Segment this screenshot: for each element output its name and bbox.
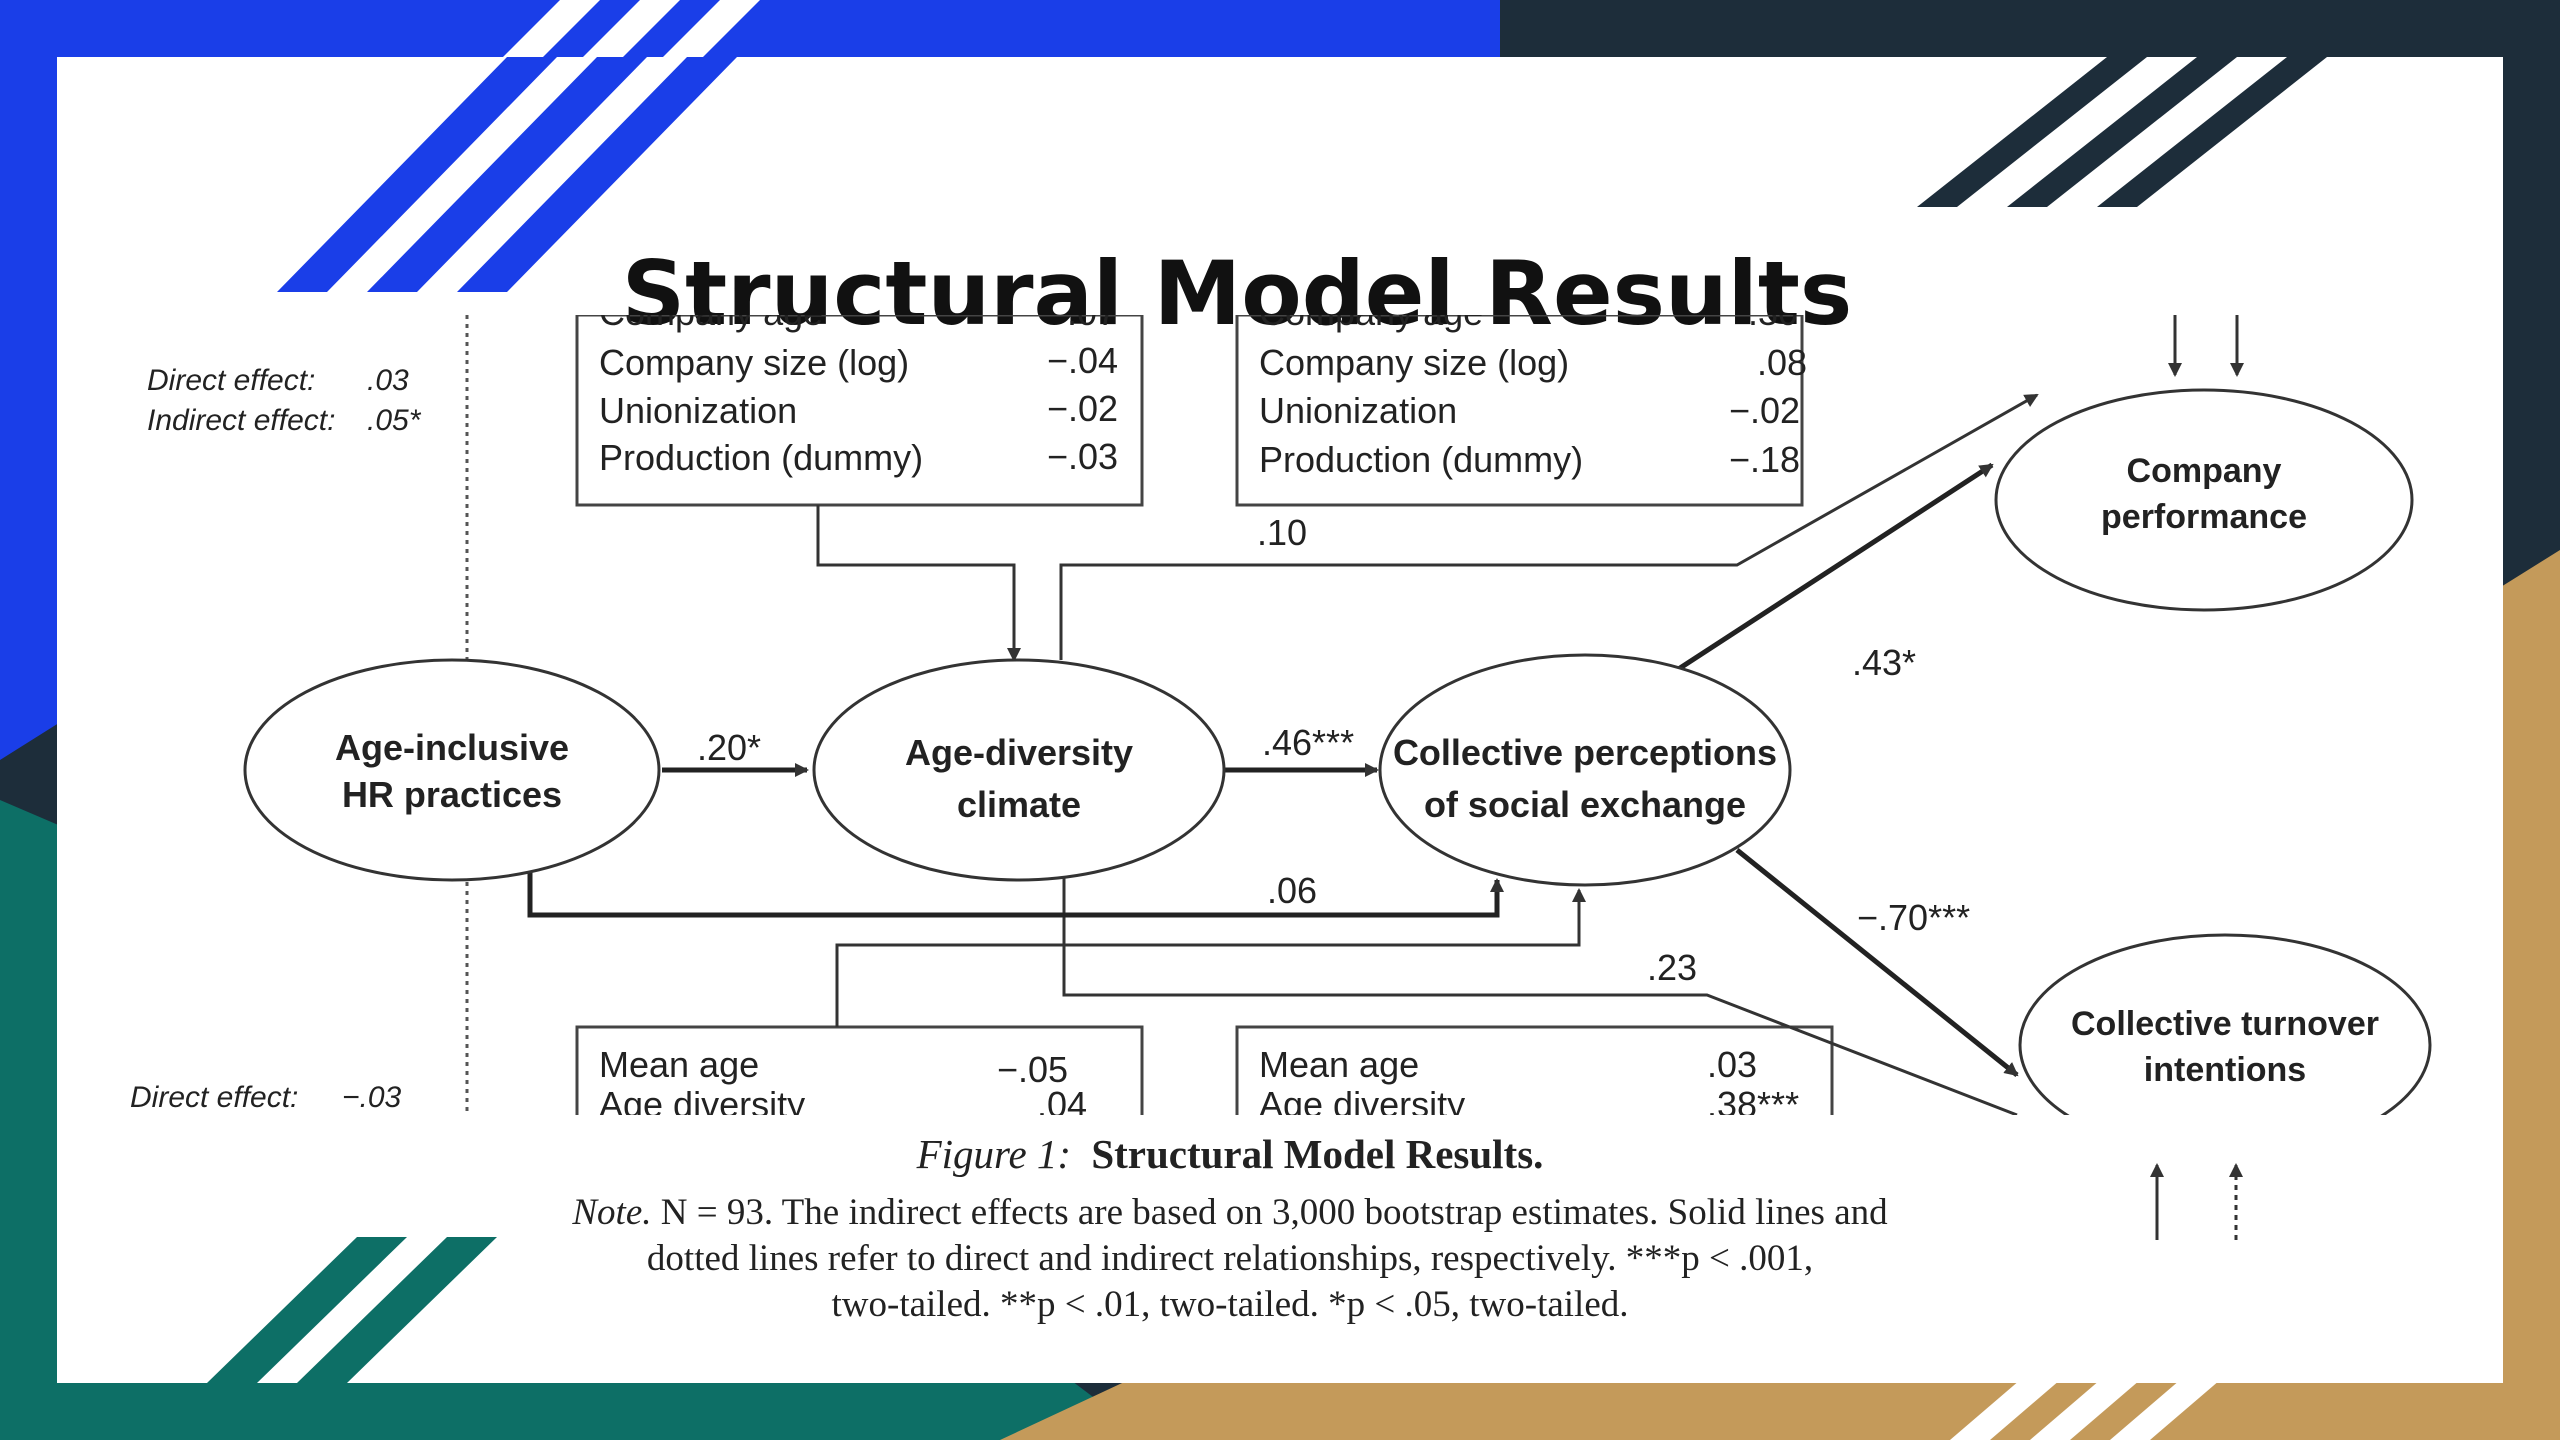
note-label: Note.: [572, 1192, 652, 1233]
node-hr-practices: Age-inclusive HR practices: [243, 658, 661, 882]
path-label: .23: [1647, 947, 1697, 988]
direct-effect-value-bottom: −.03: [342, 1081, 402, 1114]
structural-model-diagram: Company age .07 Company size (log) −.04 …: [130, 315, 2432, 1115]
controls-to-social-line: [835, 888, 1586, 1027]
note-line-2: dotted lines refer to direct and indirec…: [646, 1238, 1814, 1279]
climate-to-turnover-line: [1062, 860, 2018, 1115]
note-line-3: two-tailed. **p < .01, two-tailed. *p < …: [831, 1284, 1629, 1325]
control-label: Age diversity: [1259, 1084, 1465, 1115]
node-label: of social exchange: [1424, 784, 1746, 825]
figure-title-line: Figure 1: Structural Model Results.: [420, 1130, 2040, 1178]
white-stripes-bottom-right: [1950, 1380, 2220, 1440]
figure-label: Figure 1:: [916, 1131, 1072, 1177]
slide-decor: [207, 57, 2327, 1383]
control-label: Unionization: [1259, 390, 1457, 431]
social-to-performance-arrow: [1675, 462, 1994, 673]
figure-note: Note. N = 93. The indirect effects are b…: [420, 1190, 2040, 1328]
control-label: Production (dummy): [599, 437, 923, 478]
control-label: Mean age: [599, 1044, 759, 1085]
indirect-effect-value-top: .05*: [367, 404, 422, 437]
path-label: .06: [1267, 870, 1317, 911]
control-box-top-right: [1235, 315, 1804, 507]
figure-title: Structural Model Results.: [1091, 1131, 1544, 1177]
turnover-control-arrows: [2150, 1163, 2243, 1240]
control-label: Company size (log): [1259, 342, 1569, 383]
node-label: Collective turnover: [2071, 1005, 2379, 1043]
control-value: .04: [1037, 1084, 1087, 1115]
control-value: −.30*: [1727, 315, 1812, 333]
control-value: −.05: [997, 1049, 1068, 1090]
control-label: Production (dummy): [1259, 439, 1583, 480]
path-label: .46***: [1262, 722, 1354, 763]
path-label: −.70***: [1857, 897, 1970, 938]
path-label: .43*: [1852, 642, 1916, 683]
control-label: Mean age: [1259, 1044, 1419, 1085]
direct-effect-label-bottom: Direct effect:: [130, 1081, 298, 1114]
figure-caption: Figure 1: Structural Model Results. Note…: [420, 1130, 2040, 1328]
control-value: .38***: [1707, 1084, 1799, 1115]
control-value: .03: [1707, 1044, 1757, 1085]
climate-to-performance-line: [1059, 393, 2039, 660]
control-label: Company size (log): [599, 342, 909, 383]
indirect-effect-label-top: Indirect effect:: [147, 404, 335, 437]
control-label: Company age: [1259, 315, 1483, 333]
path-label: .10: [1257, 512, 1307, 553]
social-to-turnover-arrow: [1735, 848, 2019, 1077]
node-company-performance: Company performance: [1994, 388, 2414, 612]
node-label: Age-diversity: [905, 732, 1133, 773]
hr-to-social-arrow: [527, 870, 1504, 918]
control-value: .07: [1067, 315, 1117, 333]
node-social-exchange: Collective perceptions of social exchang…: [1378, 653, 1792, 887]
control-label: Unionization: [599, 390, 797, 431]
control-value: −.18: [1729, 439, 1800, 480]
control-value: −.04: [1047, 340, 1118, 381]
control-value: −.03: [1047, 436, 1118, 477]
node-age-diversity-climate: Age-diversity climate: [812, 658, 1226, 882]
direct-effect-label-top: Direct effect:: [147, 364, 315, 397]
node-label: intentions: [2144, 1051, 2306, 1089]
node-label: Age-inclusive: [335, 727, 569, 768]
teal-stripes-decor: [207, 1237, 497, 1383]
control-label: Age diversity: [599, 1084, 805, 1115]
node-label: HR practices: [342, 774, 562, 815]
node-label: climate: [957, 784, 1081, 825]
path-label: .20*: [697, 727, 761, 768]
direct-effect-value-top: .03: [367, 364, 409, 397]
control-box-bottom-right: [1235, 1025, 1834, 1115]
control-value: −.02: [1047, 388, 1118, 429]
node-label: Collective perceptions: [1393, 732, 1777, 773]
controls-to-climate-line: [816, 505, 1021, 662]
node-label: Company: [2127, 452, 2282, 490]
control-value: .08: [1757, 342, 1807, 383]
note-line-1: N = 93. The indirect effects are based o…: [660, 1192, 1888, 1233]
control-box-bottom-left: [575, 1025, 1144, 1115]
blue-stripes-decor: [277, 57, 737, 292]
node-label: performance: [2101, 498, 2307, 536]
control-label: Company age: [599, 315, 823, 333]
node-turnover-intentions: Collective turnover intentions: [2018, 933, 2432, 1115]
control-value: −.02: [1729, 390, 1800, 431]
dark-stripes-decor: [1917, 57, 2327, 207]
control-box-top-left: [575, 315, 1144, 507]
